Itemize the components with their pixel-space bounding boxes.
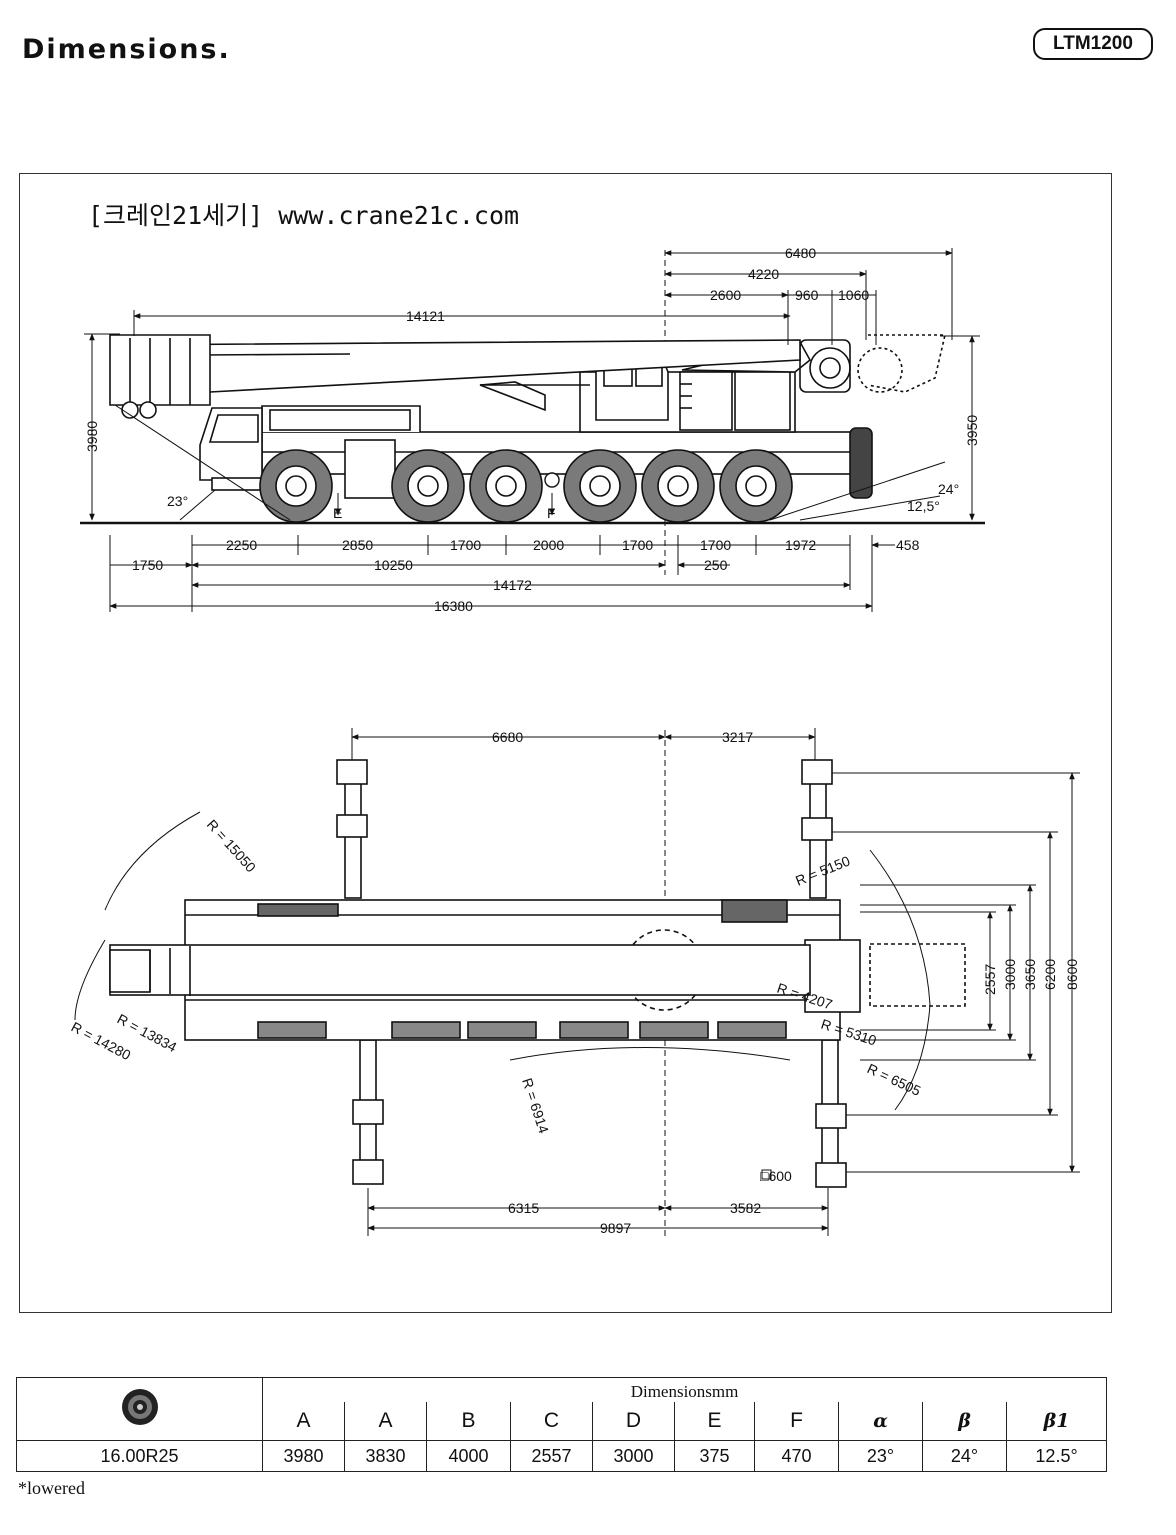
dim-1700: 1700 xyxy=(622,537,653,553)
outrigger-beams xyxy=(336,759,847,1188)
tire-icon xyxy=(121,1388,158,1425)
dim-height-3980: 3980 xyxy=(84,421,100,452)
model-badge: LTM1200 xyxy=(1033,28,1153,60)
col-F: F xyxy=(754,1402,839,1441)
angle-beta: 24° xyxy=(938,481,959,497)
dimensions-table: Dimensionsmm A A B C D E F α β β1 16.00R… xyxy=(16,1377,1108,1472)
dim-1750: 1750 xyxy=(132,557,163,573)
dim-height-3950: 3950 xyxy=(964,415,980,446)
dim-250: 250 xyxy=(704,557,728,573)
value-A: 3980 xyxy=(262,1440,345,1472)
dim-6315: 6315 xyxy=(508,1200,539,1216)
radius-15050: R = 15050 xyxy=(204,816,260,875)
boom-top xyxy=(109,944,811,996)
wheel xyxy=(563,449,637,523)
dim-3217: 3217 xyxy=(722,729,753,745)
radius-6505: R = 6505 xyxy=(865,1060,924,1099)
side-view xyxy=(80,248,985,612)
wheel xyxy=(259,449,333,523)
page-title: Dimensions. xyxy=(22,34,231,65)
width-6200: 6200 xyxy=(1042,959,1058,990)
driver-cab xyxy=(199,407,263,491)
angle-beta1: 12,5° xyxy=(907,498,940,514)
dim-14172: 14172 xyxy=(493,577,532,593)
col-beta1: β1 xyxy=(1005,1402,1108,1441)
dim-1700: 1700 xyxy=(700,537,731,553)
value-D: 3000 xyxy=(592,1440,675,1472)
col-C: C xyxy=(510,1402,593,1441)
angle-alpha: 23° xyxy=(167,493,188,509)
col-B: B xyxy=(426,1402,511,1441)
dim-6480: 6480 xyxy=(785,245,816,261)
top-view xyxy=(74,728,1080,1240)
value-alpha: 23° xyxy=(838,1440,923,1472)
col-A: A xyxy=(262,1402,345,1441)
dim-3582: 3582 xyxy=(730,1200,761,1216)
value-beta: 24° xyxy=(922,1440,1007,1472)
dim-2000: 2000 xyxy=(533,537,564,553)
dim-9897: 9897 xyxy=(600,1220,631,1236)
marker-E: E xyxy=(333,505,342,521)
tire-size: 16.00R25 xyxy=(16,1440,263,1472)
tire-icon-cell xyxy=(16,1377,263,1441)
wheel xyxy=(469,449,543,523)
value-F: 470 xyxy=(754,1440,839,1472)
width-8600: 8600 xyxy=(1064,959,1080,990)
dim-10250: 10250 xyxy=(374,557,413,573)
dim-2250: 2250 xyxy=(226,537,257,553)
col-E: E xyxy=(674,1402,755,1441)
radius-6914: R = 6914 xyxy=(519,1076,552,1136)
superstructure xyxy=(579,334,947,433)
value-C: 2557 xyxy=(510,1440,593,1472)
col-A-lowered: A xyxy=(344,1402,427,1441)
width-3000: 3000 xyxy=(1002,959,1018,990)
width-2557: 2557 xyxy=(982,964,998,995)
col-alpha: α xyxy=(838,1402,923,1441)
dim-6680: 6680 xyxy=(492,729,523,745)
col-D: D xyxy=(592,1402,675,1441)
value-B: 4000 xyxy=(426,1440,511,1472)
col-beta: β xyxy=(922,1402,1007,1441)
wheel xyxy=(641,449,715,523)
value-A-lowered: 3830 xyxy=(344,1440,427,1472)
dim-16380: 16380 xyxy=(434,598,473,614)
dim-960: 960 xyxy=(795,287,819,303)
group-header: Dimensionsmm xyxy=(261,1377,1108,1402)
dim-1972: 1972 xyxy=(785,537,816,553)
dim-1060: 1060 xyxy=(838,287,869,303)
marker-F: F xyxy=(547,505,556,521)
side-view-labels: 6480 4220 2600 960 1060 14121 3980 3950 … xyxy=(84,245,980,614)
dim-1700: 1700 xyxy=(450,537,481,553)
telescopic-boom xyxy=(109,334,801,419)
footnote: *lowered xyxy=(18,1478,85,1498)
dim-2600: 2600 xyxy=(710,287,741,303)
wheels xyxy=(259,449,793,523)
drawing-frame xyxy=(19,173,1112,1313)
value-beta1: 12.5° xyxy=(1005,1440,1108,1472)
value-E: 375 xyxy=(674,1440,755,1472)
width-3650: 3650 xyxy=(1022,959,1038,990)
dim-2850: 2850 xyxy=(342,537,373,553)
dim-4220: 4220 xyxy=(748,266,779,282)
watermark-text: [크레인21세기] www.crane21c.com xyxy=(88,201,520,230)
wheel xyxy=(719,449,793,523)
dim-14121: 14121 xyxy=(406,308,445,324)
dim-458: 458 xyxy=(896,537,920,553)
wheel xyxy=(391,449,465,523)
pad-size: □600 xyxy=(760,1168,792,1184)
crane-dimension-drawing: 6480 4220 2600 960 1060 14121 3980 3950 … xyxy=(69,245,1080,1240)
